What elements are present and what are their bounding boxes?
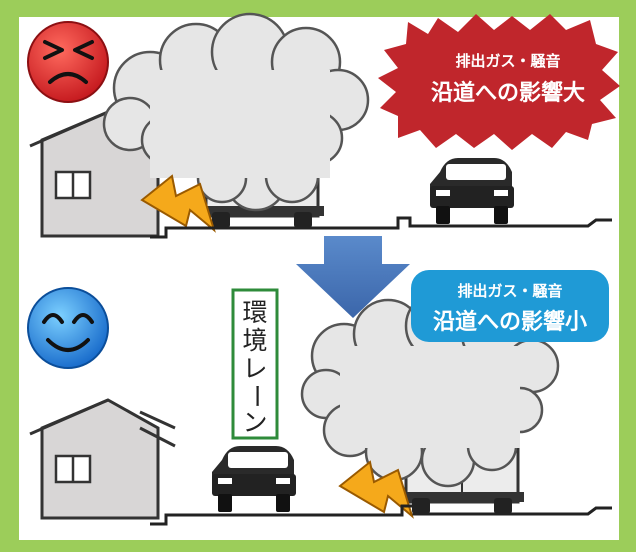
car-bottom xyxy=(212,446,296,512)
eco-lane-char-2: 境 xyxy=(242,326,267,355)
eco-lane-char-4: ー xyxy=(242,383,271,408)
impact-large-line1: 排出ガス・騒音 xyxy=(455,52,560,70)
down-arrow-icon xyxy=(296,236,410,318)
noise-lightning-top-icon xyxy=(140,174,216,233)
impact-small-line1: 排出ガス・騒音 xyxy=(457,282,562,300)
eco-lane-char-5: ン xyxy=(242,408,267,437)
impact-small-badge xyxy=(411,270,609,342)
happy-face-icon xyxy=(27,287,109,369)
car-top xyxy=(430,158,514,224)
exhaust-cloud-top xyxy=(102,12,370,212)
impact-small-line2: 沿道への影響小 xyxy=(433,309,587,335)
road-bottom xyxy=(150,504,612,526)
noise-lightning-bottom-icon xyxy=(338,460,414,519)
road-top xyxy=(150,216,612,239)
impact-large-line2: 沿道への影響大 xyxy=(431,80,585,106)
impact-large-badge xyxy=(378,14,620,150)
angry-face-icon xyxy=(27,21,109,103)
eco-lane-char-1: 環 xyxy=(242,298,267,327)
house-bottom xyxy=(29,398,176,520)
eco-lane-label-box xyxy=(231,288,279,440)
eco-lane-char-3: レ xyxy=(242,354,267,383)
